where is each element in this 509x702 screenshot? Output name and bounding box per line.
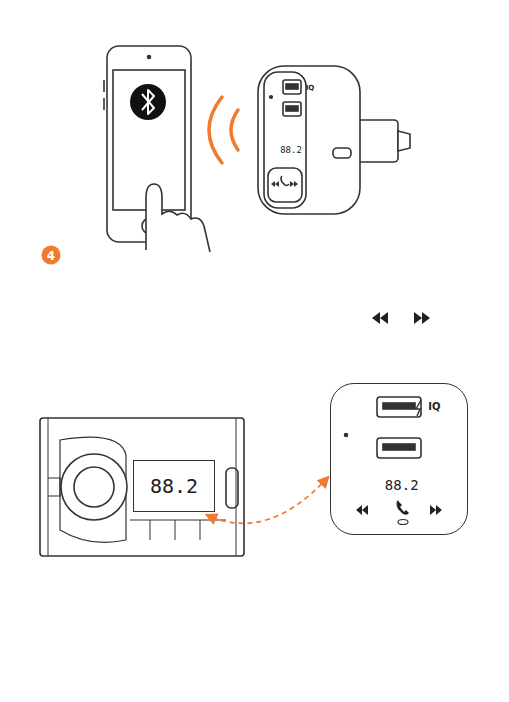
radio-display: 88.2 [133,460,215,512]
dashed-arrow [207,477,328,523]
iq-mark: IQ [306,85,315,92]
charger-body: IQ 88.2 [330,383,468,535]
node-text: IQ [428,402,440,412]
hand [146,184,210,252]
node-text: 88.2 [150,476,198,496]
skip-icons [372,312,430,324]
car-charger-side [258,66,410,214]
bluetooth-icon [130,84,166,120]
car-charger-front [345,397,443,525]
signal-waves [209,97,238,163]
step-number: 4 [47,250,55,262]
step-circle [42,246,61,265]
car-radio [40,418,244,556]
node-text: 88.2 [385,478,419,492]
display-reading: 88.2 [280,146,302,155]
